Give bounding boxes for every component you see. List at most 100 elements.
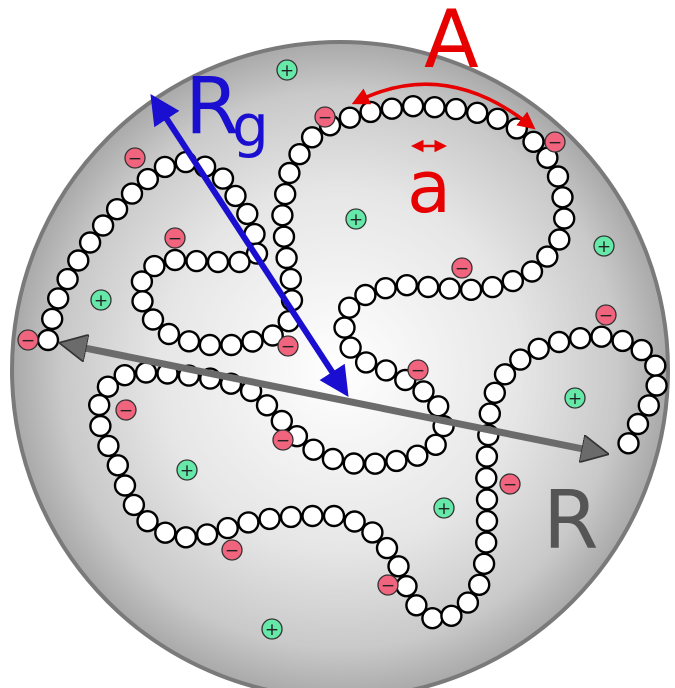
monomer-bead xyxy=(354,283,377,307)
svg-text:+: + xyxy=(94,291,108,311)
monomer-bead xyxy=(440,604,463,627)
monomer-bead xyxy=(258,507,281,531)
positive-ion-icon: + xyxy=(564,387,586,409)
monomer-bead xyxy=(255,394,279,417)
monomer-bead xyxy=(105,197,129,221)
contour-length-arrow xyxy=(351,82,536,130)
monomer-bead xyxy=(177,330,201,353)
monomer-bead xyxy=(466,101,489,125)
monomer-bead xyxy=(185,249,208,273)
monomer-bead xyxy=(141,308,165,331)
monomer-bead xyxy=(405,594,428,617)
monomer-bead xyxy=(374,277,397,300)
monomer-bead xyxy=(385,449,408,473)
monomer-bead xyxy=(41,307,64,331)
monomer-bead xyxy=(56,267,79,291)
negative-ion-icon: − xyxy=(499,473,521,495)
negative-ion-icon: − xyxy=(272,429,294,451)
monomer-bead xyxy=(501,269,524,293)
svg-text:−: − xyxy=(411,361,425,381)
monomer-bead xyxy=(154,521,177,544)
negative-ion-icon: − xyxy=(544,131,566,153)
monomer-bead xyxy=(522,130,545,154)
monomer-bead xyxy=(237,511,260,534)
negative-ion-icon: − xyxy=(17,329,39,351)
monomer-bead xyxy=(475,445,499,468)
negative-ion-icon: − xyxy=(377,574,399,596)
monomer-bead xyxy=(278,161,301,185)
monomer-bead xyxy=(509,348,532,371)
monomer-bead xyxy=(153,155,177,179)
positive-ion-icon: + xyxy=(176,459,198,481)
positive-ion-icon: + xyxy=(276,59,298,81)
monomer-bead xyxy=(395,575,418,598)
svg-text:−: − xyxy=(128,149,142,169)
monomer-bead xyxy=(569,327,592,350)
monomer-bead xyxy=(120,182,144,205)
monomer-bead xyxy=(321,447,345,471)
positive-ion-icon: + xyxy=(261,618,283,640)
monomer-bead xyxy=(136,167,160,191)
monomer-bead xyxy=(47,287,70,310)
monomer-bead xyxy=(483,381,506,404)
monomer-bead xyxy=(91,214,115,237)
monomer-bead xyxy=(637,394,660,417)
monomer-bead xyxy=(338,296,361,319)
negative-ion-icon: − xyxy=(221,539,243,561)
monomer-bead xyxy=(630,338,653,362)
monomer-bead xyxy=(302,438,325,461)
monomer-bead xyxy=(481,275,504,299)
svg-text:−: − xyxy=(548,133,562,153)
monomer-bead xyxy=(275,246,298,270)
radius-of-gyration-arrow xyxy=(150,93,349,398)
monomer-bead xyxy=(486,107,509,131)
monomer-bead xyxy=(343,510,366,533)
monomer-bead xyxy=(342,452,365,475)
svg-text:−: − xyxy=(225,541,239,561)
svg-text:+: + xyxy=(437,499,451,519)
monomer-bead xyxy=(478,402,501,425)
monomer-bead xyxy=(354,351,378,374)
svg-text:+: + xyxy=(568,389,582,409)
svg-text:−: − xyxy=(599,306,613,326)
monomer-bead xyxy=(157,322,181,346)
segment-length-label: a xyxy=(407,145,451,229)
svg-text:−: − xyxy=(281,337,295,357)
monomer-bead xyxy=(106,454,130,477)
negative-ion-icon: − xyxy=(164,227,186,249)
svg-text:−: − xyxy=(119,401,133,421)
monomer-bead xyxy=(406,444,429,467)
monomer-bead xyxy=(288,142,311,166)
monomer-bead xyxy=(387,555,410,578)
svg-text:+: + xyxy=(349,210,363,230)
monomer-bead xyxy=(548,228,571,251)
monomer-bead xyxy=(130,270,154,293)
positive-ion-icon: + xyxy=(433,497,455,519)
monomer-bead xyxy=(216,516,239,540)
monomer-bead xyxy=(339,336,362,359)
monomer-bead xyxy=(78,231,102,254)
monomer-bead xyxy=(363,452,387,475)
monomer-bead xyxy=(228,250,251,274)
svg-text:−: − xyxy=(21,331,35,351)
svg-text:+: + xyxy=(180,461,194,481)
monomer-bead xyxy=(475,509,499,533)
monomer-bead xyxy=(300,126,324,149)
radius-of-gyration-label: R xyxy=(185,62,239,152)
monomer-bead xyxy=(67,249,90,272)
svg-text:−: − xyxy=(455,259,469,279)
monomer-bead xyxy=(224,184,247,208)
svg-text:−: − xyxy=(276,431,290,451)
negative-ion-icon: − xyxy=(595,304,617,326)
svg-text:+: + xyxy=(265,620,279,640)
monomer-bead xyxy=(645,374,668,397)
monomer-bead xyxy=(301,504,324,528)
contour-length-label: A xyxy=(424,0,479,86)
monomer-bead xyxy=(271,204,294,227)
monomer-bead xyxy=(333,316,356,339)
radius-of-gyration-subscript: g xyxy=(232,92,269,160)
monomer-bead xyxy=(338,106,362,129)
monomer-bead xyxy=(475,466,498,490)
monomer-bead xyxy=(279,505,303,529)
svg-text:−: − xyxy=(318,108,332,128)
